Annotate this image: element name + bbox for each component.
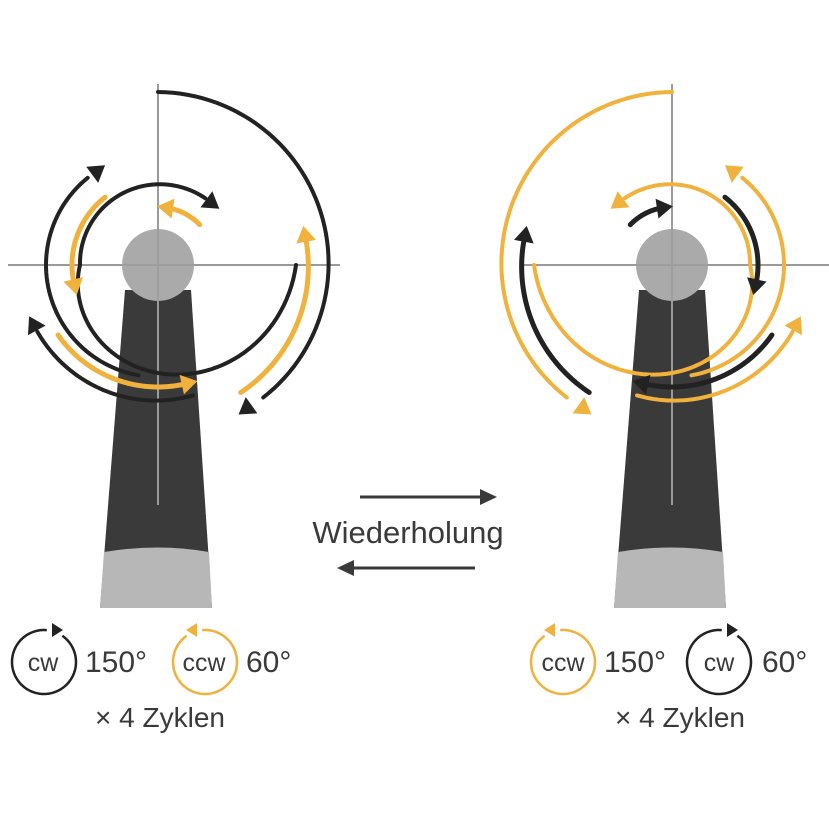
arrowhead-icon — [747, 277, 767, 296]
arrowhead-icon — [632, 374, 651, 395]
ccw-circle-icon — [529, 623, 597, 696]
rotation-arc — [622, 182, 753, 267]
rotation-arc — [499, 90, 674, 400]
instrument-tip — [614, 552, 726, 608]
rotation-arc — [44, 175, 141, 378]
arrowhead-icon — [724, 165, 744, 183]
arrowhead-icon — [544, 623, 555, 637]
legend-cycles: × 4 Zyklen — [615, 702, 745, 733]
rotation-arc — [35, 329, 195, 403]
rotation-arc — [69, 194, 108, 285]
rotation-arc — [689, 175, 786, 378]
arrowhead-icon — [727, 623, 738, 637]
instrument-tip-curve — [104, 547, 209, 552]
circle-arc — [171, 628, 239, 696]
arrowhead-icon — [200, 191, 220, 209]
legend-cycles: × 4 Zyklen — [95, 702, 225, 733]
cw-circle-icon — [685, 623, 753, 696]
instrument-shaft — [100, 290, 212, 608]
legend-angle-2: 60° — [246, 646, 291, 679]
left-legend: cw 150° ccw 60° × 4 Zyklen — [10, 623, 291, 733]
right-legend: ccw 150° cw 60° × 4 Zyklen — [529, 623, 807, 733]
circle-arc — [10, 628, 78, 696]
rotation-arc — [156, 90, 331, 400]
arrowhead-icon — [296, 225, 316, 244]
arrowhead-icon — [157, 198, 175, 219]
arrowhead-icon — [572, 397, 592, 415]
circle-arc — [529, 628, 597, 696]
arrowhead-icon — [179, 374, 198, 395]
arrowhead-icon — [655, 198, 673, 219]
instrument-shaft — [614, 290, 726, 608]
cw-circle-icon — [10, 623, 78, 696]
legend-angle-1: 150° — [85, 646, 147, 679]
right-instrument — [522, 84, 829, 608]
arrowhead-icon — [52, 623, 63, 637]
rotation-arc — [238, 240, 311, 395]
repeat-label: Wiederholung — [312, 515, 503, 550]
arrowhead-icon — [610, 191, 630, 209]
rotation-arc — [55, 332, 185, 390]
arrowhead-icon — [186, 623, 197, 637]
arrow-left-head — [337, 560, 354, 576]
rotation-arc — [627, 205, 666, 228]
right-rotation-arrows — [499, 90, 803, 415]
rotation-arc — [164, 205, 203, 228]
arrowhead-icon — [63, 277, 83, 296]
repeat-arrows: Wiederholung — [312, 489, 504, 576]
arrowhead-icon — [514, 225, 534, 244]
left-rotation-arrows — [27, 90, 331, 415]
legend-dir-1: cw — [28, 649, 60, 677]
arrow-right-head — [480, 489, 497, 505]
legend-angle-1: 150° — [604, 646, 666, 679]
arrowhead-icon — [27, 316, 46, 336]
left-instrument — [8, 84, 340, 608]
rotation-arc — [77, 182, 208, 267]
arrowhead-icon — [784, 316, 803, 336]
legend-angle-2: 60° — [762, 646, 807, 679]
instrument-tip-curve — [618, 547, 723, 552]
rotation-arc — [75, 263, 298, 377]
rotation-arc — [645, 332, 775, 390]
legend-dir-1: ccw — [541, 649, 585, 677]
legend-dir-2: ccw — [182, 649, 226, 677]
rotation-arc — [532, 263, 755, 377]
rotation-arc — [519, 240, 592, 395]
arrowhead-icon — [238, 397, 258, 415]
rotation-arc — [722, 194, 761, 285]
instrument-tip — [100, 552, 212, 608]
rotation-arc — [635, 329, 795, 403]
arrowhead-icon — [86, 165, 106, 183]
legend-dir-2: cw — [704, 649, 736, 677]
circle-arc — [685, 628, 753, 696]
ccw-circle-icon — [171, 623, 239, 696]
